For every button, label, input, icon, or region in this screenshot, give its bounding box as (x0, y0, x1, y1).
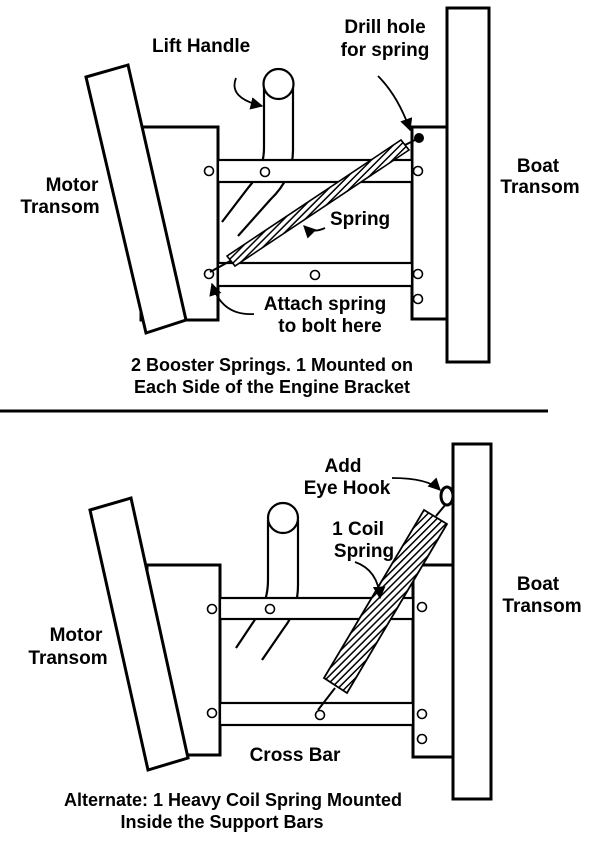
top-boat-transom-label-1: Boat (517, 156, 560, 177)
top-bolt-hole (259, 166, 271, 178)
top-attach-arrow (209, 282, 255, 315)
bottom-coil-spring-arrow (354, 561, 386, 600)
top-motor-transom-board (84, 63, 188, 335)
top-bolt-hole (309, 269, 321, 281)
top-drill-hole-dot (414, 133, 424, 143)
top-motor-transom-label-1: Motor (46, 175, 99, 196)
bottom-coil-spring (317, 485, 455, 711)
top-motor-transom-label-2: Transom (20, 197, 99, 218)
bottom-caption-2: Inside the Support Bars (120, 812, 323, 832)
bottom-motor-transom-label-1: Motor (50, 625, 103, 646)
bottom-motor-transom-label-2: Transom (28, 648, 107, 669)
bottom-eye-hook-arrow (391, 477, 441, 491)
top-lift-handle (221, 67, 295, 237)
bottom-add-label: Add (325, 456, 362, 477)
top-caption-1: 2 Booster Springs. 1 Mounted on (131, 355, 413, 375)
top-drill-hole-label-1: Drill hole (344, 17, 425, 38)
bottom-bolt-hole (314, 709, 326, 721)
bottom-cross-bar-label: Cross Bar (250, 745, 341, 766)
top-bolt-hole (412, 165, 424, 177)
top-lift-handle-label: Lift Handle (152, 36, 250, 57)
bottom-diagram: Add Eye Hook 1 Coil Spring Boat Transom … (28, 442, 582, 832)
top-lift-handle-arrow (233, 77, 264, 110)
bottom-boat-transom-label-1: Boat (517, 574, 560, 595)
top-diagram: Lift Handle Drill hole for spring Boat T… (20, 6, 580, 397)
bottom-lift-handle (235, 501, 300, 661)
top-bolt-hole (412, 293, 424, 305)
top-bolt-hole (412, 268, 424, 280)
bottom-boat-transom-board (451, 442, 493, 801)
top-transom-bracket (410, 125, 449, 321)
bottom-boat-transom-label-2: Transom (502, 596, 581, 617)
bottom-transom-bracket (411, 563, 455, 759)
bottom-motor-transom-board (88, 496, 190, 772)
top-attach-label-2: to bolt here (278, 316, 381, 337)
top-drill-hole-arrow (377, 75, 413, 132)
bottom-bolt-hole (206, 603, 218, 615)
bottom-bolt-hole (416, 601, 428, 613)
bottom-bolt-hole (416, 708, 428, 720)
top-bolt-hole (203, 165, 215, 177)
top-spring (209, 133, 424, 273)
top-caption-2: Each Side of the Engine Bracket (134, 377, 410, 397)
top-drill-hole-label-2: for spring (341, 40, 430, 61)
top-boat-transom-label-2: Transom (500, 177, 579, 198)
bottom-coil-label-2: Spring (334, 541, 394, 562)
top-boat-transom-board (445, 6, 491, 364)
bottom-bolt-hole (416, 733, 428, 745)
bottom-bolt-hole (264, 603, 276, 615)
bottom-coil-label-1: 1 Coil (332, 519, 384, 540)
bottom-eye-hook-label: Eye Hook (304, 478, 391, 499)
bottom-bolt-hole (206, 707, 218, 719)
top-spring-label: Spring (330, 209, 390, 230)
bottom-eye-hook (439, 485, 455, 507)
bottom-caption-1: Alternate: 1 Heavy Coil Spring Mounted (64, 790, 402, 810)
top-spring-arrow (303, 225, 326, 239)
top-attach-label-1: Attach spring (264, 294, 386, 315)
